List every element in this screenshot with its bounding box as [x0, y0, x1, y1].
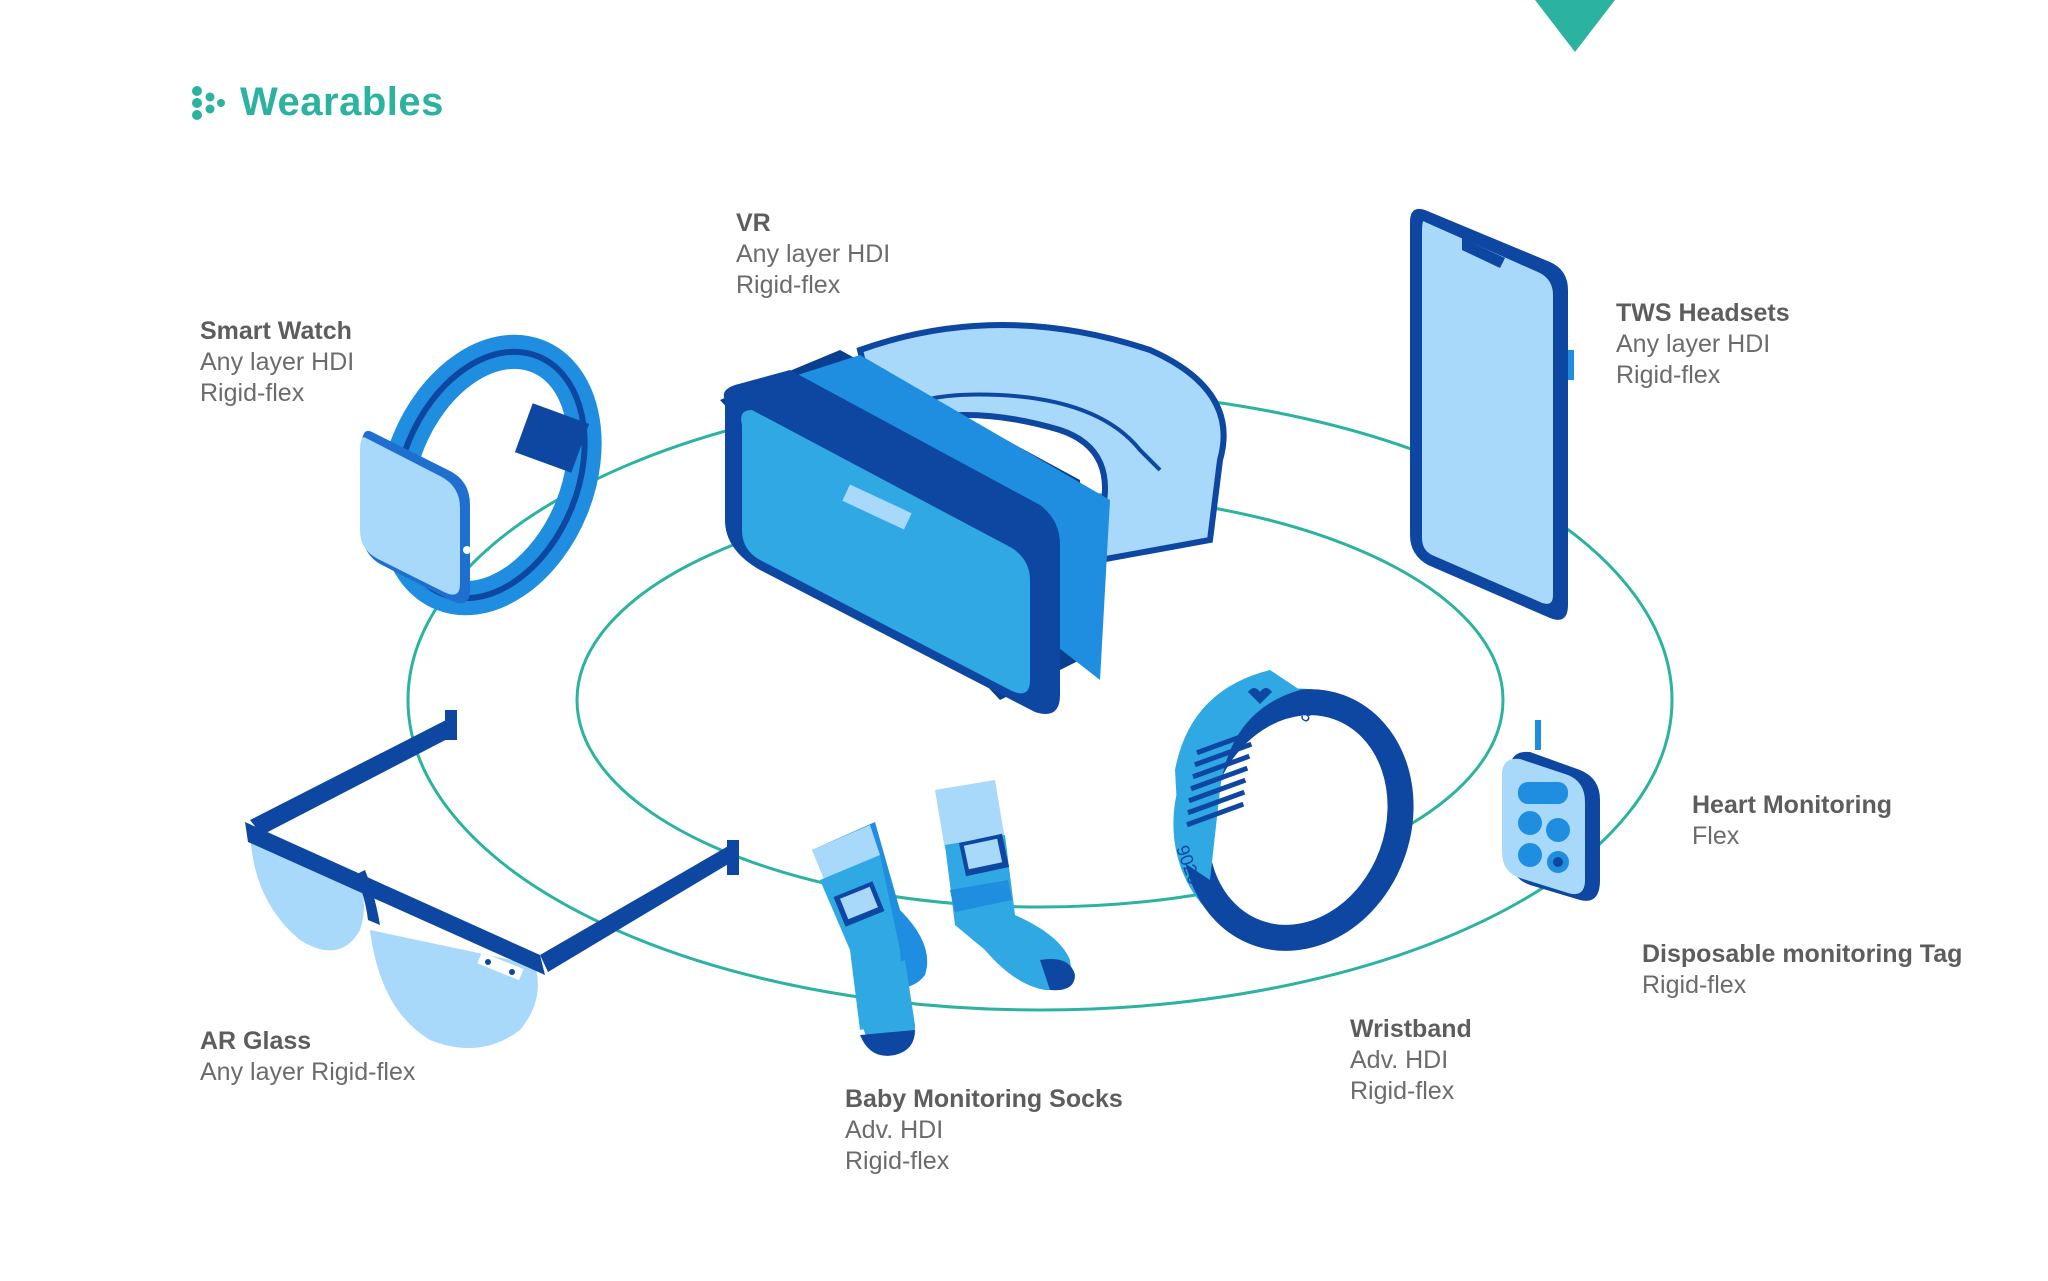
label-socks-name: Baby Monitoring Socks — [845, 1085, 1123, 1113]
label-tws-line-2: Rigid-flex — [1616, 361, 1721, 389]
label-vr-line-2: Rigid-flex — [736, 271, 841, 299]
label-vr-name: VR — [736, 209, 771, 237]
label-smart-watch-line-2: Rigid-flex — [200, 379, 305, 407]
label-disposable-tag: Disposable monitoring Tag Rigid-flex — [1642, 939, 1962, 1001]
tws-phone-illustration — [1410, 208, 1574, 620]
label-heart-name: Heart Monitoring — [1692, 791, 1892, 819]
smart-watch-illustration — [360, 334, 602, 616]
label-tag-name: Disposable monitoring Tag — [1642, 940, 1963, 968]
label-ar-name: AR Glass — [200, 1027, 312, 1055]
label-socks-line-1: Adv. HDI — [845, 1116, 944, 1144]
label-smart-watch-line-1: Any layer HDI — [200, 348, 355, 376]
label-baby-socks: Baby Monitoring Socks Adv. HDI Rigid-fle… — [845, 1084, 1123, 1177]
label-tws-name: TWS Headsets — [1616, 299, 1790, 327]
ar-glasses-illustration — [245, 710, 739, 1048]
label-vr: VR Any layer HDI Rigid-flex — [736, 208, 890, 301]
wristband-illustration: 103 9020 — [1172, 670, 1414, 951]
wearables-dots-icon — [192, 85, 225, 120]
label-tws-line-1: Any layer HDI — [1616, 330, 1771, 358]
label-wristband-line-1: Adv. HDI — [1350, 1046, 1449, 1074]
label-heart-monitoring: Heart Monitoring Flex — [1692, 790, 1892, 852]
label-smart-watch-name: Smart Watch — [200, 317, 352, 345]
label-tag-line-1: Rigid-flex — [1642, 971, 1747, 999]
label-tws-headsets: TWS Headsets Any layer HDI Rigid-flex — [1616, 298, 1790, 391]
label-wristband: Wristband Adv. HDI Rigid-flex — [1350, 1014, 1472, 1107]
teal-triangle-marker — [1535, 0, 1615, 52]
label-wristband-line-2: Rigid-flex — [1350, 1077, 1455, 1105]
vr-headset-illustration — [720, 322, 1227, 714]
baby-socks-illustration — [812, 780, 1075, 1056]
label-heart-line-1: Flex — [1692, 822, 1740, 850]
heart-monitor-tag-illustration — [1502, 720, 1600, 901]
label-socks-line-2: Rigid-flex — [845, 1147, 950, 1175]
label-vr-line-1: Any layer HDI — [736, 240, 891, 268]
label-ar-glass: AR Glass Any layer Rigid-flex — [200, 1026, 415, 1088]
label-smart-watch: Smart Watch Any layer HDI Rigid-flex — [200, 316, 354, 409]
label-ar-line-1: Any layer Rigid-flex — [200, 1058, 416, 1086]
page-title: Wearables — [190, 80, 444, 125]
label-wristband-name: Wristband — [1350, 1015, 1472, 1043]
title-text: Wearables — [240, 80, 444, 124]
